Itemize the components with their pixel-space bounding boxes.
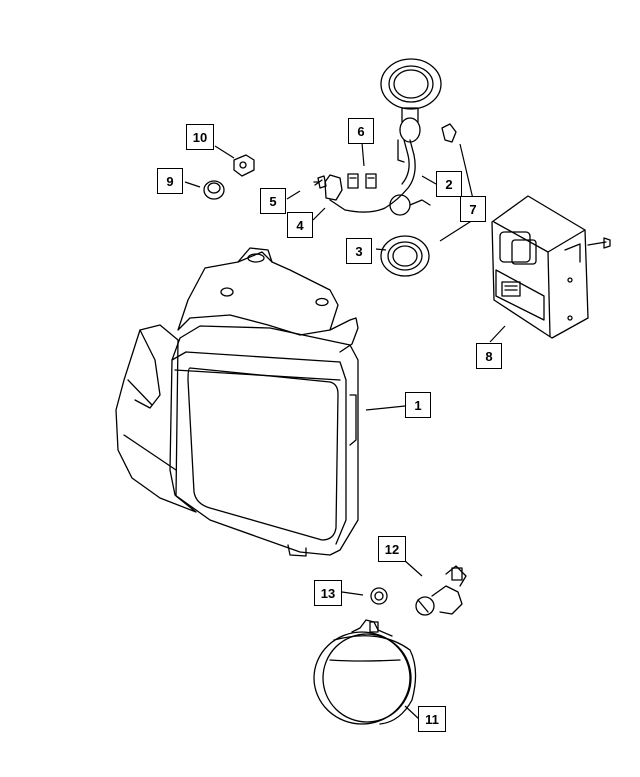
seal-grommet-lower[interactable]: [380, 235, 430, 277]
fog-lamp[interactable]: [313, 619, 417, 725]
u-nut-clip[interactable]: [233, 154, 255, 177]
callout-11[interactable]: 11: [418, 706, 446, 732]
turn-signal-bulb[interactable]: [313, 175, 327, 189]
ballast-screw[interactable]: [587, 237, 611, 249]
callout-3[interactable]: 3: [346, 238, 372, 264]
callout-1[interactable]: 1: [405, 392, 431, 418]
callout-9[interactable]: 9: [157, 168, 183, 194]
callout-13[interactable]: 13: [314, 580, 342, 606]
fog-lamp-bulb[interactable]: [415, 565, 467, 616]
callout-4[interactable]: 4: [287, 212, 313, 238]
seal-grommet-upper[interactable]: [380, 58, 442, 110]
harness-clips[interactable]: [347, 173, 377, 189]
headlamp-assembly[interactable]: [115, 247, 359, 557]
callout-6[interactable]: 6: [348, 118, 374, 144]
callout-5[interactable]: 5: [260, 188, 286, 214]
callout-12[interactable]: 12: [378, 536, 406, 562]
hex-nut[interactable]: [203, 180, 225, 200]
callout-2[interactable]: 2: [436, 171, 462, 197]
leader-lines: [184, 142, 506, 720]
hid-ballast-module[interactable]: [491, 195, 589, 339]
callout-8[interactable]: 8: [476, 343, 502, 369]
callout-10[interactable]: 10: [186, 124, 214, 150]
fog-lamp-nut[interactable]: [370, 587, 388, 605]
wiring-harness[interactable]: [314, 107, 457, 216]
callout-7[interactable]: 7: [460, 196, 486, 222]
